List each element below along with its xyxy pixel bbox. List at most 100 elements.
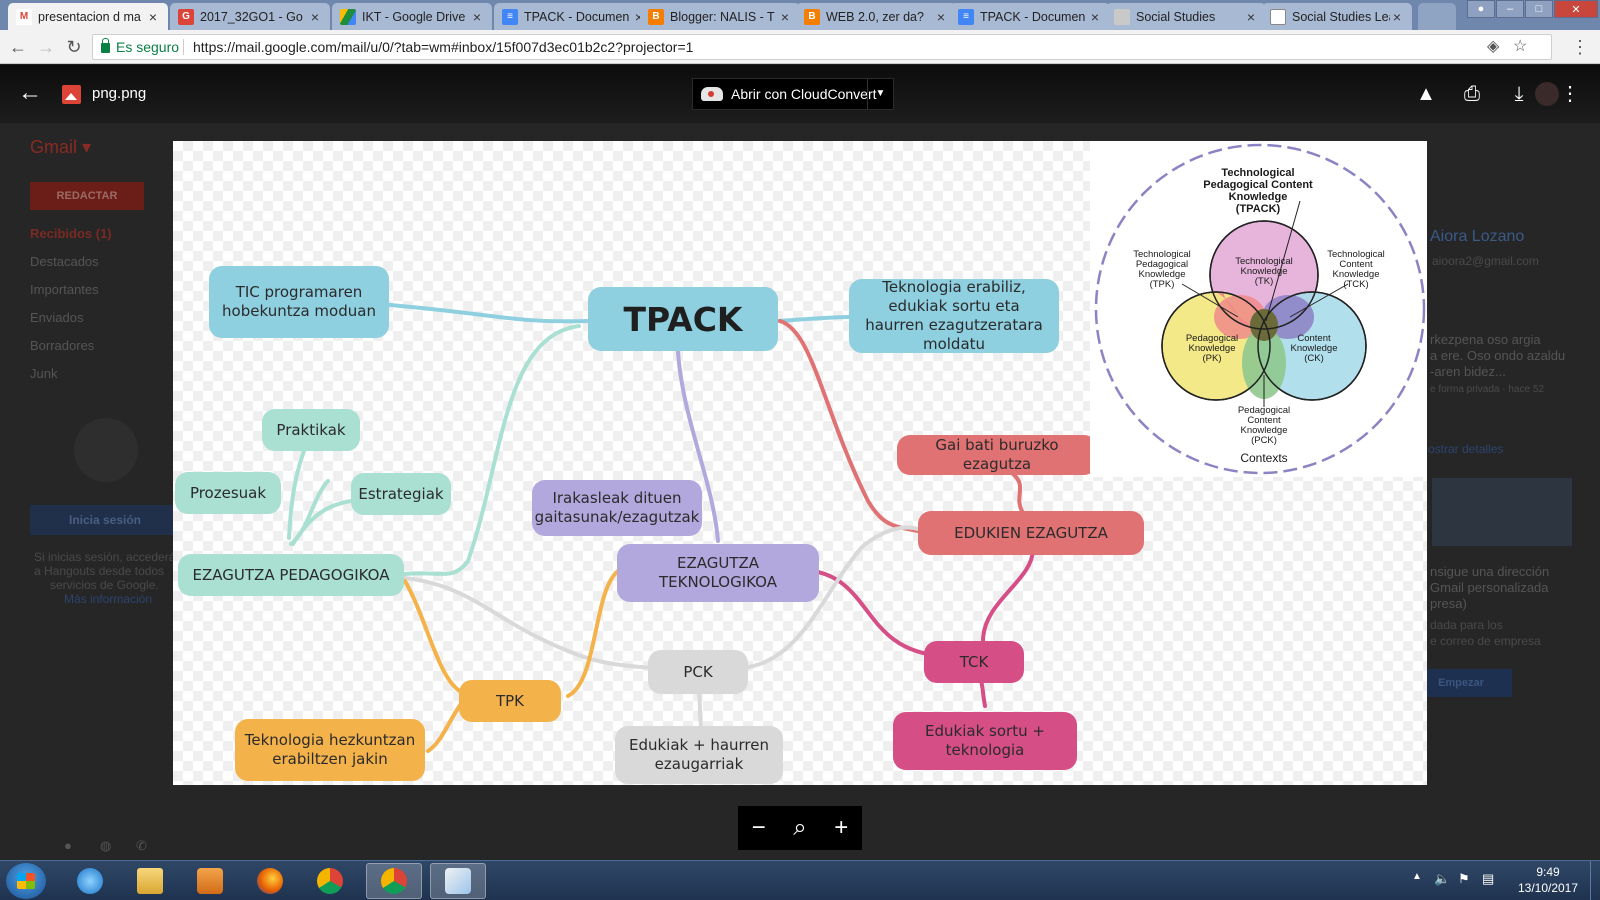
tray-expand-icon[interactable]: ▲ bbox=[1412, 871, 1422, 882]
tab-label: Social Studies bbox=[1136, 9, 1216, 24]
tab-blogger[interactable]: B Blogger: NALIS - T × bbox=[640, 3, 800, 30]
zoom-reset-icon[interactable]: ⌕ bbox=[793, 814, 807, 841]
tck-label: Knowledge bbox=[1332, 269, 1379, 280]
bookmark-star-icon[interactable]: ☆ bbox=[1513, 38, 1528, 55]
account-avatar[interactable] bbox=[1535, 82, 1559, 106]
chrome-icon[interactable] bbox=[302, 863, 358, 899]
tab-gmail[interactable]: M presentacion d ma × bbox=[8, 3, 168, 30]
show-desktop-button[interactable] bbox=[1590, 861, 1600, 900]
node-ezagutza-pedagogikoa: EZAGUTZA PEDAGOGIKOA bbox=[178, 554, 404, 596]
social-icon bbox=[1114, 8, 1130, 25]
extension-icon[interactable]: ◈ bbox=[1487, 38, 1500, 55]
print-icon[interactable]: ⎙ bbox=[1464, 83, 1480, 105]
connector bbox=[778, 319, 920, 533]
tab-tpack-doc-2[interactable]: ≡ TPACK - Documen × bbox=[950, 3, 1110, 30]
tab-2017[interactable]: G 2017_32GO1 - Go × bbox=[170, 3, 330, 30]
tpk-label: Technological bbox=[1133, 249, 1191, 260]
paint-icon[interactable] bbox=[430, 863, 486, 899]
close-icon[interactable]: × bbox=[1392, 8, 1402, 25]
begin-button[interactable]: Empezar bbox=[1410, 669, 1512, 697]
promo-text: dada para los bbox=[1430, 618, 1503, 632]
media-player-icon[interactable] bbox=[182, 863, 238, 899]
more-info-link[interactable]: Más información bbox=[64, 592, 153, 606]
divider bbox=[183, 39, 184, 55]
nav-important[interactable]: Importantes bbox=[30, 282, 99, 297]
tab-social-studies-lea[interactable]: Social Studies Lea × bbox=[1262, 3, 1412, 30]
close-icon[interactable]: × bbox=[1090, 8, 1100, 25]
open-with-button[interactable]: Abrir con CloudConvert ▼ bbox=[692, 78, 894, 110]
node-tpk: TPK bbox=[459, 680, 561, 722]
tab-web20[interactable]: B WEB 2.0, zer da? × bbox=[796, 3, 956, 30]
tpk-label: (TPK) bbox=[1150, 279, 1175, 290]
mindmap-connectors bbox=[287, 303, 1035, 753]
tck-label: Content bbox=[1339, 259, 1373, 270]
address-bar[interactable]: Es seguro https://mail.google.com/mail/u… bbox=[92, 34, 1552, 60]
minimize-icon[interactable]: – bbox=[1496, 0, 1524, 18]
connector bbox=[811, 569, 945, 658]
chevron-down-icon[interactable]: ▼ bbox=[867, 79, 893, 109]
connector bbox=[403, 576, 655, 670]
nav-drafts[interactable]: Borradores bbox=[30, 338, 95, 353]
signin-button[interactable]: Inicia sesión bbox=[30, 505, 180, 535]
user-icon[interactable]: ● bbox=[1467, 0, 1495, 18]
node-tck: TCK bbox=[924, 641, 1024, 683]
action-center-flag-icon[interactable]: ⚑ bbox=[1458, 871, 1470, 886]
window-close-icon[interactable]: ✕ bbox=[1554, 0, 1598, 18]
close-icon[interactable]: × bbox=[148, 8, 158, 25]
tab-tpack-doc[interactable]: ≡ TPACK - Documen × bbox=[494, 3, 654, 30]
promo-text: Gmail personalizada bbox=[1430, 580, 1549, 595]
close-icon[interactable]: × bbox=[780, 8, 790, 25]
network-icon[interactable]: ▤ bbox=[1482, 871, 1495, 886]
more-options-icon[interactable]: ⋮ bbox=[1560, 83, 1580, 105]
gmail-logo[interactable]: Gmail ▾ bbox=[30, 137, 92, 157]
add-to-drive-icon[interactable]: ▲ bbox=[1416, 83, 1436, 105]
cloudconvert-icon bbox=[701, 87, 723, 101]
zoom-in-icon[interactable]: + bbox=[834, 814, 849, 841]
back-arrow-icon[interactable]: ← bbox=[18, 79, 42, 106]
reload-icon[interactable]: ↻ bbox=[66, 37, 82, 57]
url-text[interactable]: https://mail.google.com/mail/u/0/?tab=wm… bbox=[193, 39, 694, 55]
close-icon[interactable]: × bbox=[634, 8, 644, 25]
show-details-link[interactable]: ostrar detalles bbox=[1428, 442, 1504, 456]
phone-icon[interactable]: ✆ bbox=[136, 838, 147, 853]
file-explorer-icon[interactable] bbox=[122, 863, 178, 899]
nav-inbox[interactable]: Recibidos (1) bbox=[30, 226, 112, 241]
tab-social-studies[interactable]: Social Studies × bbox=[1106, 3, 1266, 30]
maximize-icon[interactable]: □ bbox=[1525, 0, 1553, 18]
back-icon[interactable]: ← bbox=[9, 37, 27, 57]
venn-title-line: Pedagogical Content bbox=[1203, 179, 1313, 191]
volume-icon[interactable]: 🔈 bbox=[1434, 871, 1451, 886]
nav-sent[interactable]: Enviados bbox=[30, 310, 84, 325]
windows-taskbar: ▲ 🔈 ⚑ ▤ 9:49 13/10/2017 bbox=[0, 860, 1600, 900]
nav-starred[interactable]: Destacados bbox=[30, 254, 99, 269]
blogger-icon: B bbox=[648, 8, 664, 25]
snippet-line: -aren bidez... bbox=[1430, 364, 1506, 379]
new-tab-button[interactable] bbox=[1418, 3, 1456, 30]
chrome-active-icon[interactable] bbox=[366, 863, 422, 899]
zoom-out-icon[interactable]: − bbox=[751, 814, 766, 841]
tpack-overlap-region bbox=[1250, 309, 1278, 341]
tab-drive[interactable]: IKT - Google Drive × bbox=[332, 3, 492, 30]
nav-junk[interactable]: Junk bbox=[30, 366, 58, 381]
person-icon[interactable]: ● bbox=[64, 838, 72, 853]
secure-indicator[interactable]: Es seguro bbox=[101, 35, 179, 59]
signin-text: servicios de Google. bbox=[50, 578, 159, 592]
firefox-icon[interactable] bbox=[242, 863, 298, 899]
start-button[interactable] bbox=[6, 863, 46, 899]
download-icon[interactable]: ⤓ bbox=[1514, 83, 1524, 105]
close-icon[interactable]: × bbox=[472, 8, 482, 25]
close-icon[interactable]: × bbox=[1246, 8, 1256, 25]
close-icon[interactable]: × bbox=[936, 8, 946, 25]
close-icon[interactable]: × bbox=[310, 8, 320, 25]
chrome-menu-icon[interactable]: ⋮ bbox=[1571, 37, 1589, 57]
hangouts-icon[interactable]: ◍ bbox=[100, 838, 112, 853]
forward-icon[interactable]: → bbox=[37, 37, 55, 57]
compose-button[interactable]: REDACTAR bbox=[30, 182, 144, 210]
contexts-label: Contexts bbox=[1240, 451, 1287, 465]
connector bbox=[566, 569, 620, 698]
g-icon: G bbox=[178, 8, 194, 25]
internet-explorer-icon[interactable] bbox=[62, 863, 118, 899]
system-clock[interactable]: 9:49 13/10/2017 bbox=[1512, 864, 1584, 896]
contact-name[interactable]: Aiora Lozano bbox=[1430, 228, 1525, 245]
